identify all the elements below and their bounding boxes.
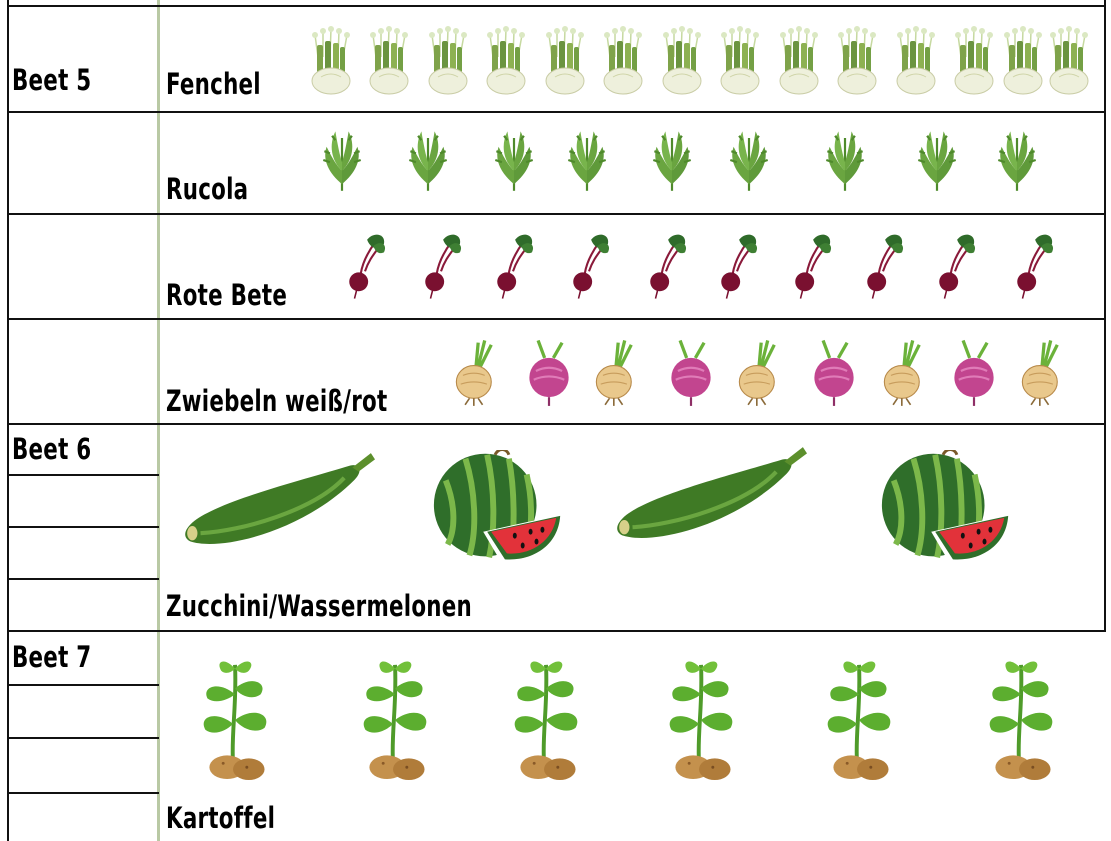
- potato-plant-icon: [505, 655, 587, 783]
- white-onion-icon: [880, 334, 928, 408]
- fennel-icon: [891, 20, 941, 100]
- beetroot-icon: [862, 230, 904, 300]
- watermelon-icon: [426, 450, 574, 570]
- beetroot-icon: [344, 230, 386, 300]
- arugula-icon: [320, 127, 364, 193]
- left-column-border: [7, 0, 9, 841]
- white-onion-icon: [452, 334, 500, 408]
- fennel-icon: [774, 20, 824, 100]
- row-divider: [7, 318, 1106, 320]
- row-divider: [7, 630, 1106, 632]
- sub-row-divider: [7, 684, 159, 686]
- white-onion-icon: [1018, 334, 1066, 408]
- row-divider: [7, 423, 1106, 425]
- white-onion-icon: [592, 334, 640, 408]
- crop-label-kartoffel: Kartoffel: [166, 801, 275, 835]
- beetroot-icon: [1012, 230, 1054, 300]
- arugula-icon: [406, 127, 450, 193]
- row-divider: [7, 5, 1106, 7]
- potato-plant-icon: [354, 655, 436, 783]
- fennel-icon: [306, 20, 356, 100]
- crop-label-zwiebeln: Zwiebeln weiß/rot: [166, 384, 387, 418]
- red-onion-icon: [525, 334, 573, 408]
- white-onion-icon: [735, 334, 783, 408]
- zucchini-icon: [180, 448, 375, 563]
- row-divider: [7, 111, 1106, 113]
- zucchini-icon: [612, 442, 807, 557]
- fennel-icon: [832, 20, 882, 100]
- bed-label-5: Beet 5: [12, 63, 91, 97]
- fennel-icon: [657, 20, 707, 100]
- fennel-icon: [481, 20, 531, 100]
- arugula-icon: [823, 127, 867, 193]
- sub-row-divider: [7, 578, 159, 580]
- potato-plant-icon: [818, 655, 900, 783]
- beetroot-icon: [934, 230, 976, 300]
- beetroot-icon: [420, 230, 462, 300]
- potato-plant-icon: [980, 655, 1062, 783]
- fennel-icon: [1044, 20, 1094, 100]
- crop-label-zucchini-wassermelonen: Zucchini/Wassermelonen: [166, 589, 472, 623]
- potato-plant-icon: [660, 655, 742, 783]
- sub-row-divider: [7, 792, 159, 794]
- right-table-border: [1104, 0, 1106, 632]
- watermelon-icon: [874, 450, 1022, 570]
- fennel-icon: [715, 20, 765, 100]
- beetroot-icon: [645, 230, 687, 300]
- beetroot-icon: [492, 230, 534, 300]
- bed-label-7: Beet 7: [12, 640, 91, 674]
- fennel-icon: [364, 20, 414, 100]
- bed-label-6: Beet 6: [12, 432, 91, 466]
- red-onion-icon: [667, 334, 715, 408]
- crop-label-fenchel: Fenchel: [166, 67, 261, 101]
- fennel-icon: [598, 20, 648, 100]
- red-onion-icon: [810, 334, 858, 408]
- fennel-icon: [998, 20, 1048, 100]
- beetroot-icon: [716, 230, 758, 300]
- table-left-border: [157, 0, 160, 841]
- row-divider: [7, 213, 1106, 215]
- crop-label-rote-bete: Rote Bete: [166, 278, 287, 312]
- crop-label-rucola: Rucola: [166, 172, 248, 206]
- beetroot-icon: [568, 230, 610, 300]
- arugula-icon: [565, 127, 609, 193]
- beetroot-icon: [790, 230, 832, 300]
- red-onion-icon: [950, 334, 998, 408]
- arugula-icon: [995, 127, 1039, 193]
- sub-row-divider: [7, 474, 159, 476]
- sub-row-divider: [7, 526, 159, 528]
- fennel-icon: [949, 20, 999, 100]
- arugula-icon: [727, 127, 771, 193]
- arugula-icon: [492, 127, 536, 193]
- sub-row-divider: [7, 737, 159, 739]
- fennel-icon: [423, 20, 473, 100]
- fennel-icon: [540, 20, 590, 100]
- arugula-icon: [915, 127, 959, 193]
- arugula-icon: [650, 127, 694, 193]
- potato-plant-icon: [194, 655, 276, 783]
